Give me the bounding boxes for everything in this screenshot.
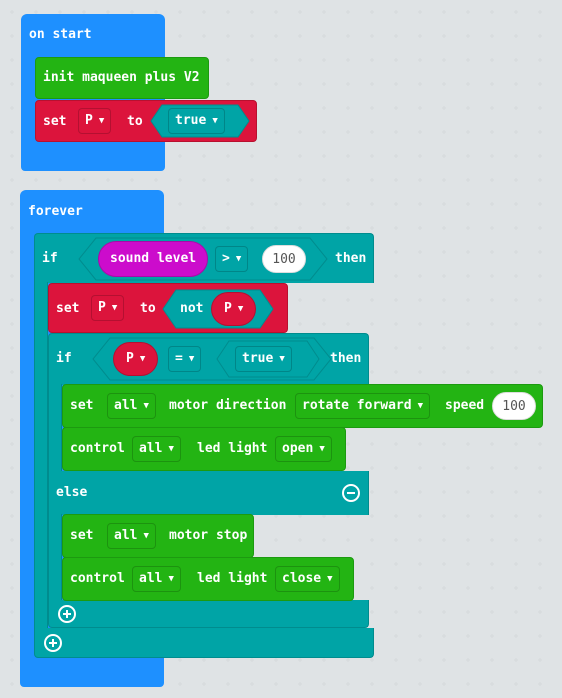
led-target-value: all <box>139 441 163 456</box>
motor-value: all <box>114 398 138 413</box>
minus-circle-icon[interactable] <box>342 484 360 502</box>
inner-if-spine-then <box>48 384 62 472</box>
caret-down-icon: ▼ <box>417 401 423 411</box>
caret-down-icon: ▼ <box>143 401 149 411</box>
sound-level-label: sound level <box>110 251 197 266</box>
if-label: if <box>42 251 58 266</box>
then-label: then <box>335 251 367 266</box>
variable-name: P <box>98 300 106 315</box>
motor-value: all <box>114 528 138 543</box>
outer-if-spine <box>34 282 48 630</box>
not-variable-block[interactable]: P▼ <box>211 292 257 326</box>
variable-dropdown[interactable]: P▼ <box>78 108 112 134</box>
else-label: else <box>56 485 88 500</box>
caret-down-icon: ▼ <box>98 116 105 126</box>
threshold-input[interactable]: 100 <box>262 245 306 273</box>
inner-else-bar[interactable] <box>48 471 369 515</box>
then-label: then <box>330 351 362 366</box>
led-state-dropdown[interactable]: open ▼ <box>275 436 332 462</box>
led-light-label: led light <box>197 441 268 456</box>
caret-down-icon: ▼ <box>168 574 174 584</box>
caret-down-icon: ▼ <box>319 444 325 454</box>
set-label: set <box>70 398 94 413</box>
not-label: not <box>180 301 204 316</box>
set-label: set <box>70 528 94 543</box>
led-state-dropdown[interactable]: close ▼ <box>275 566 340 592</box>
speed-label: speed <box>445 398 485 413</box>
operator-value: = <box>175 351 183 366</box>
to-label: to <box>140 301 156 316</box>
speed-input[interactable]: 100 <box>492 392 536 420</box>
caret-down-icon: ▼ <box>212 116 218 126</box>
caret-down-icon: ▼ <box>188 354 195 364</box>
led-target-value: all <box>139 571 163 586</box>
variable-name: P <box>224 301 232 316</box>
led-state-value: close <box>282 571 322 586</box>
motor-stop-label: motor stop <box>169 528 248 543</box>
set-label: set <box>43 114 67 129</box>
sound-level-block[interactable] <box>98 241 208 277</box>
operator-value: > <box>222 251 230 266</box>
caret-down-icon: ▼ <box>237 304 244 314</box>
caret-down-icon: ▼ <box>327 574 333 584</box>
direction-dropdown[interactable]: rotate forward ▼ <box>295 393 430 419</box>
operator-dropdown[interactable]: >▼ <box>215 246 249 272</box>
init-maqueen-label: init maqueen plus V2 <box>43 70 200 85</box>
variable-dropdown[interactable]: P▼ <box>91 295 125 321</box>
direction-value: rotate forward <box>302 398 412 413</box>
plus-circle-icon[interactable] <box>44 634 62 652</box>
set-label: set <box>56 301 80 316</box>
control-label: control <box>70 441 125 456</box>
led-target-dropdown[interactable]: all ▼ <box>132 566 181 592</box>
led-light-label: led light <box>197 571 268 586</box>
inner-if-footer[interactable] <box>48 600 369 628</box>
boolean-dropdown[interactable]: true ▼ <box>168 108 225 134</box>
motor-dropdown[interactable]: all ▼ <box>107 523 156 549</box>
boolean-value: true <box>242 351 274 366</box>
motor-direction-label: motor direction <box>169 398 287 413</box>
boolean-value: true <box>175 113 207 128</box>
to-label: to <box>127 114 143 129</box>
plus-circle-icon[interactable] <box>58 605 76 623</box>
inner-if-spine-else <box>48 514 62 602</box>
variable-name: P <box>85 113 93 128</box>
caret-down-icon: ▼ <box>111 303 118 313</box>
outer-if-footer[interactable] <box>34 628 374 658</box>
caret-down-icon: ▼ <box>168 444 174 454</box>
led-target-dropdown[interactable]: all ▼ <box>132 436 181 462</box>
compare-variable-block[interactable]: P▼ <box>113 342 159 376</box>
variable-name: P <box>126 351 134 366</box>
caret-down-icon: ▼ <box>279 354 285 364</box>
if-label: if <box>56 351 72 366</box>
led-state-value: open <box>282 441 314 456</box>
motor-dropdown[interactable]: all ▼ <box>107 393 156 419</box>
on-start-label: on start <box>29 27 92 42</box>
caret-down-icon: ▼ <box>143 531 149 541</box>
equality-operator-dropdown[interactable]: =▼ <box>168 346 202 372</box>
init-maqueen-block[interactable] <box>35 57 209 99</box>
forever-label: forever <box>28 204 83 219</box>
caret-down-icon: ▼ <box>235 254 242 264</box>
caret-down-icon: ▼ <box>139 354 146 364</box>
control-label: control <box>70 571 125 586</box>
boolean-dropdown[interactable]: true ▼ <box>235 346 292 372</box>
